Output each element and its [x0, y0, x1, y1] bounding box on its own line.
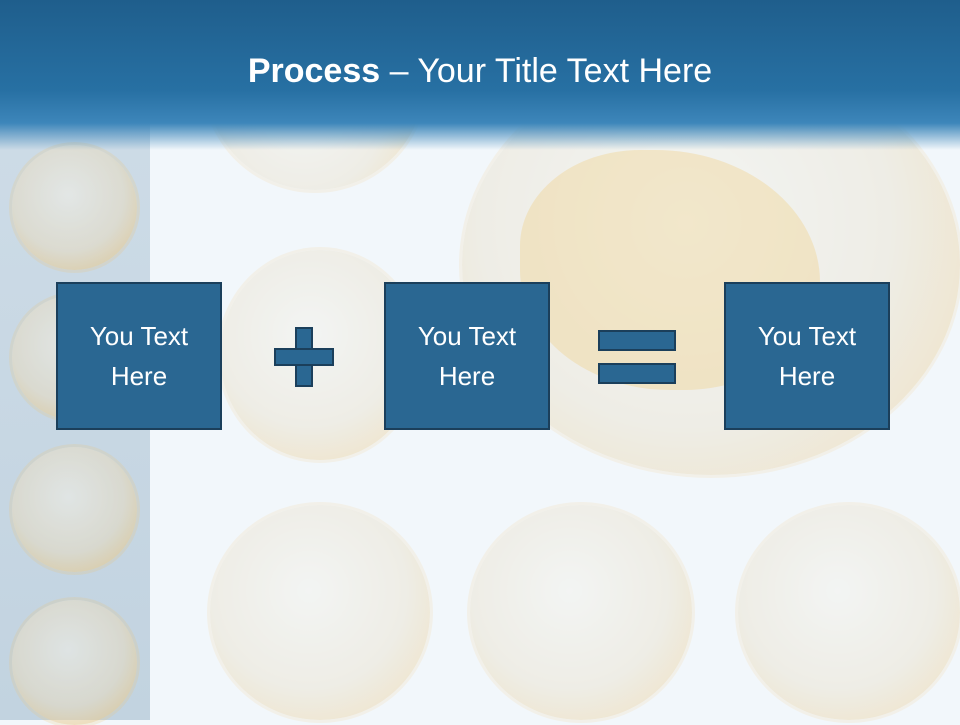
- snorkel-fins-icon: [12, 145, 137, 270]
- equals-icon: [598, 330, 676, 384]
- slide-title: Process – Your Title Text Here: [0, 52, 960, 91]
- process-box-1[interactable]: You Text Here: [56, 282, 222, 430]
- backpack-icon: [470, 505, 692, 720]
- ice-axe-mountain-icon: [738, 505, 960, 720]
- process-box-3[interactable]: You Text Here: [724, 282, 890, 430]
- title-band: Process – Your Title Text Here: [0, 0, 960, 150]
- title-bold: Process: [247, 52, 381, 90]
- plus-icon: [274, 327, 334, 387]
- process-box-3-text: You Text Here: [757, 321, 857, 391]
- process-box-2[interactable]: You Text Here: [384, 282, 550, 430]
- process-box-1-text: You Text Here: [89, 321, 189, 391]
- ice-axe-mountain-icon: [12, 600, 137, 725]
- backpack-icon: [12, 447, 137, 572]
- process-box-2-text: You Text Here: [417, 321, 517, 391]
- title-rest: – Your Title Text Here: [380, 52, 713, 90]
- map-compass-icon: [210, 505, 430, 720]
